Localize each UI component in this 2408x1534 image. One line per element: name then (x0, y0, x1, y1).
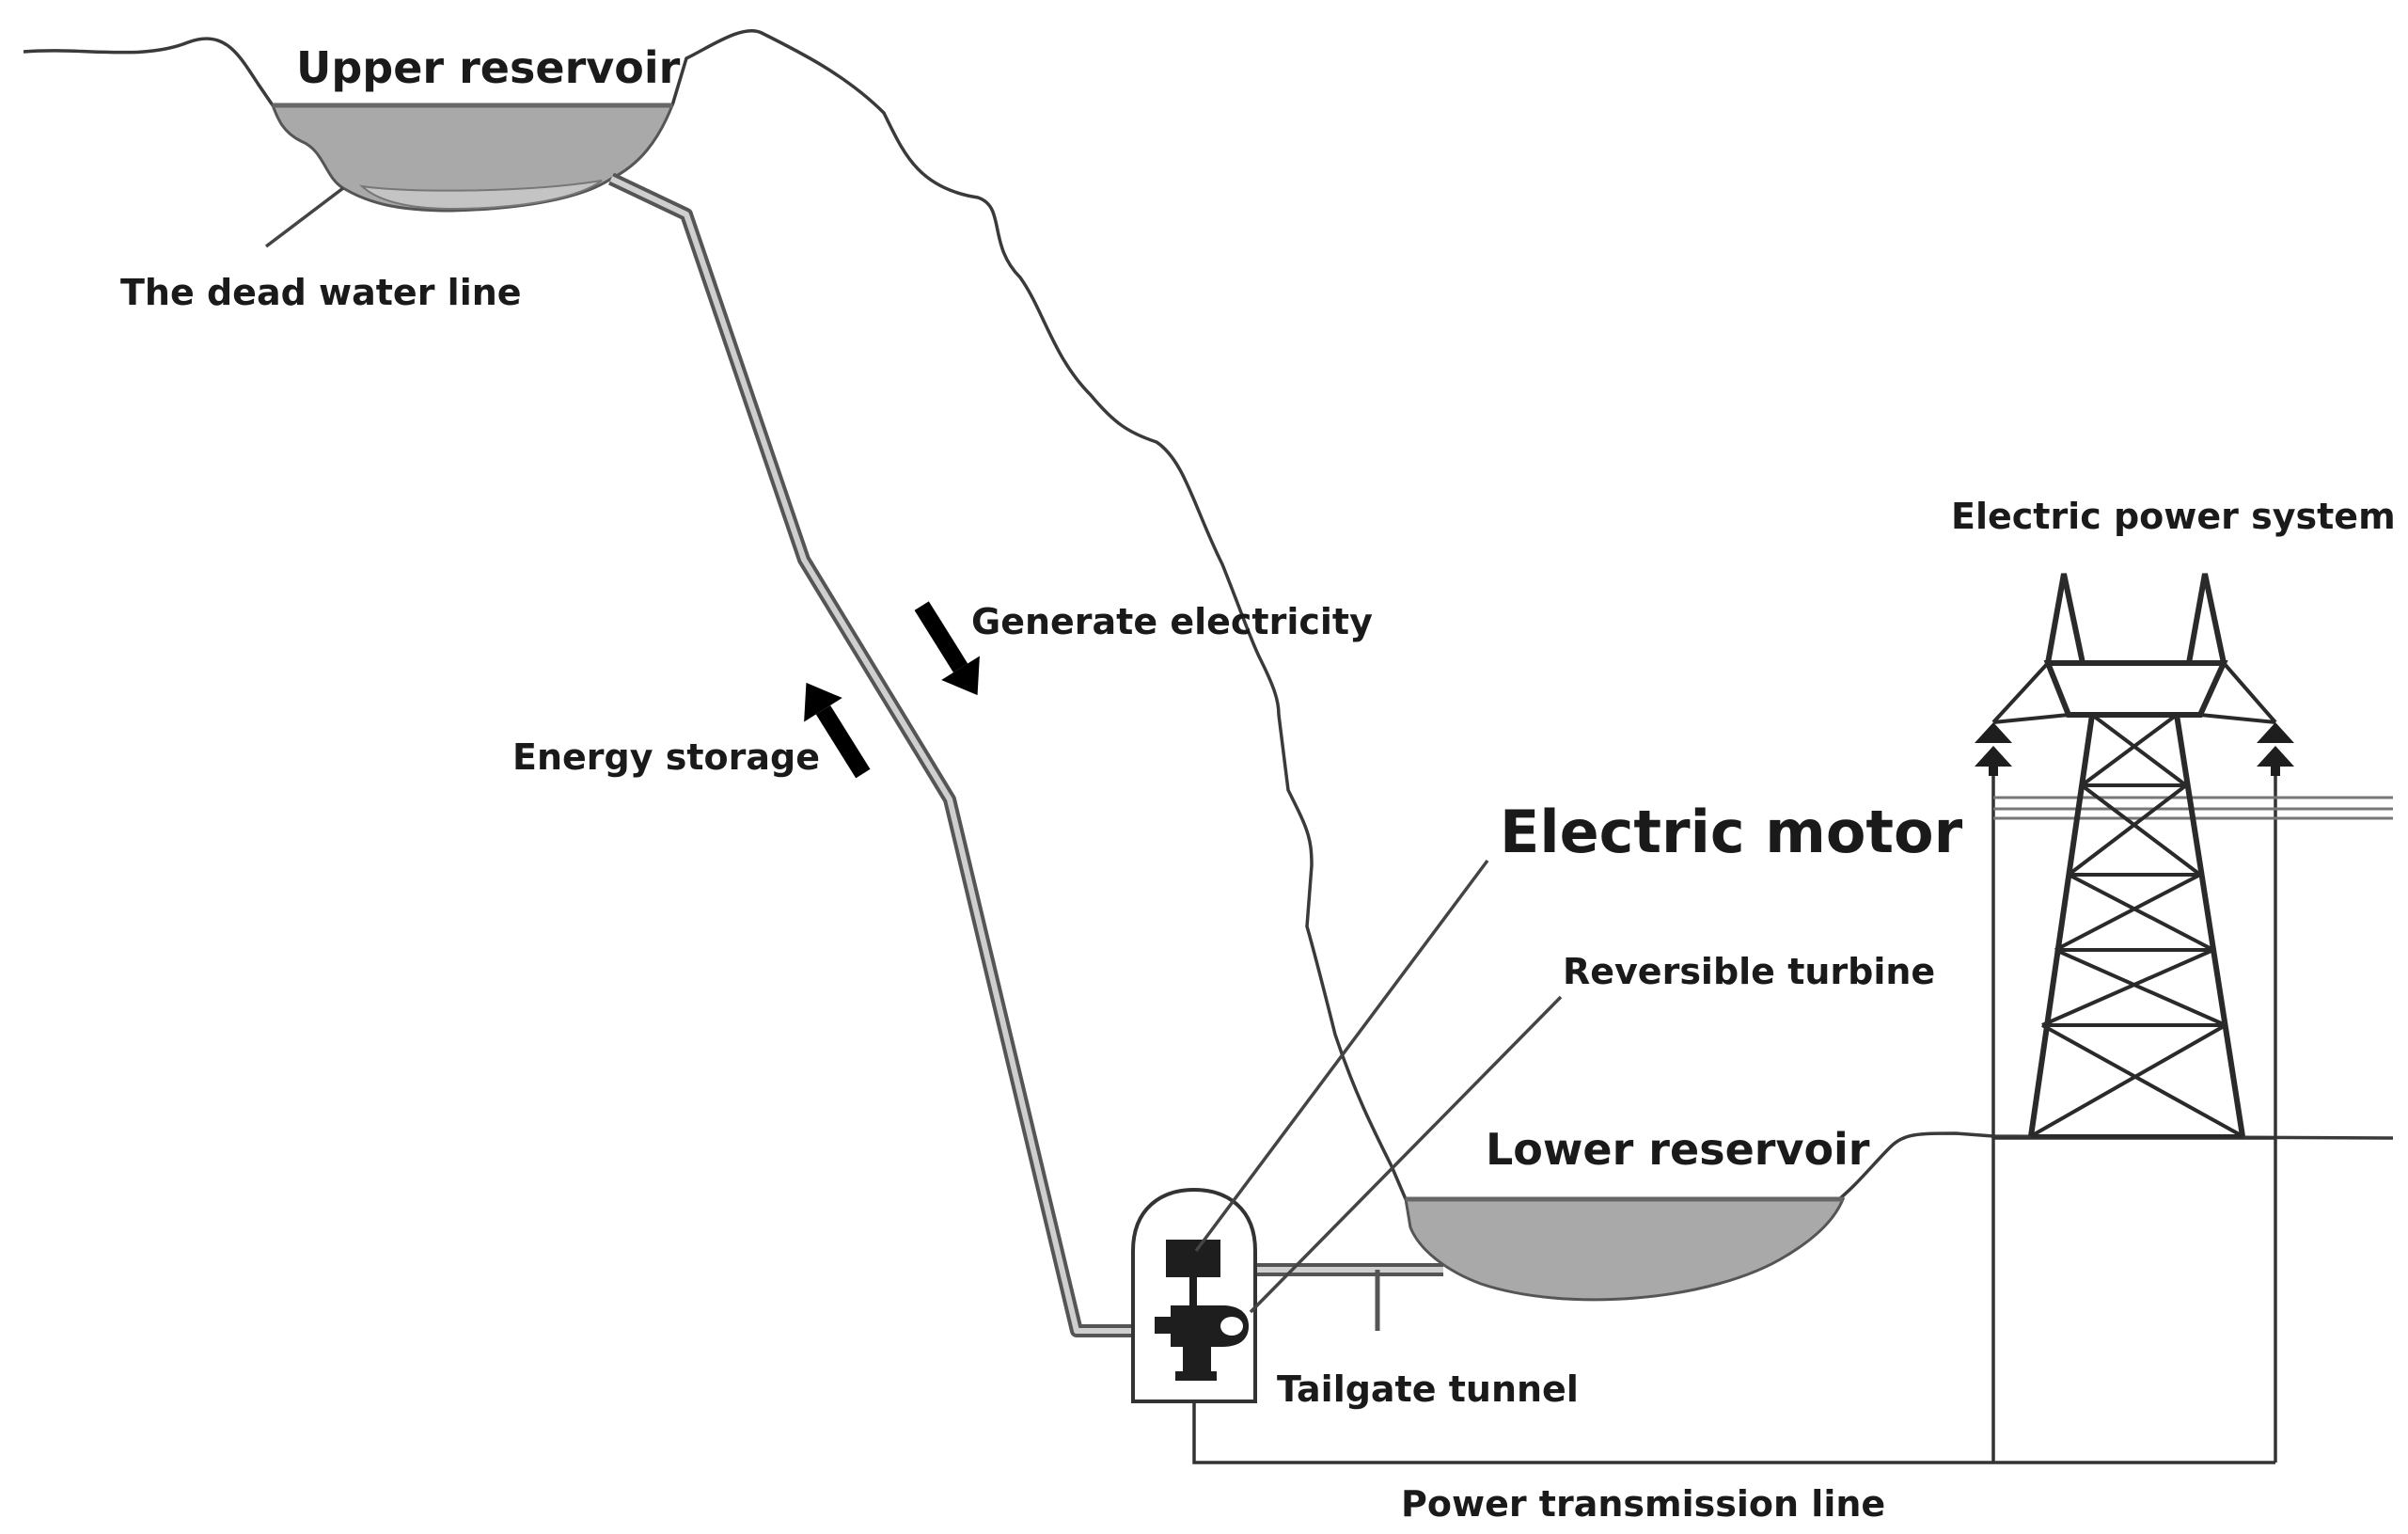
power-transmission-wire (1192, 1401, 1993, 1464)
turbine-base (1175, 1371, 1217, 1381)
electric-motor-unit (1166, 1240, 1220, 1277)
electric-motor-label: Electric motor (1500, 798, 1963, 866)
substation-frame (1991, 767, 2277, 1464)
penstock-pipe-inner (609, 176, 1152, 1334)
generate-electricity-arrow (914, 601, 980, 696)
turbine-inlet (1155, 1317, 1172, 1334)
reversible-turbine-label: Reversible turbine (1563, 951, 1935, 992)
dead-water-line-leader (264, 186, 345, 248)
draft-tube (1183, 1347, 1211, 1375)
power-transmission-line-label: Power transmission line (1401, 1483, 1885, 1525)
transmission-tower (1991, 573, 2277, 1138)
terrain-left-hill (23, 37, 275, 106)
energy-storage-label: Energy storage (512, 736, 820, 778)
turbine-runner (1220, 1317, 1243, 1336)
electric-motor-leader (1194, 859, 1489, 1253)
tailgate-tunnel-label: Tailgate tunnel (1277, 1368, 1579, 1410)
dead-water-line-label: The dead water line (120, 272, 522, 313)
upper-reservoir-label: Upper reservoir (296, 42, 681, 93)
lower-reservoir-water (1404, 1197, 1846, 1302)
reversible-turbine-unit (1171, 1305, 1249, 1347)
upper-reservoir-dead-zone (358, 180, 603, 211)
generate-electricity-label: Generate electricity (971, 601, 1373, 642)
electric-power-system-label: Electric power system (1951, 496, 2396, 537)
terrain-ridge (670, 29, 1408, 1200)
left-insulator (1975, 722, 2012, 776)
motor-shaft (1189, 1277, 1197, 1305)
terrain-right-ground (1832, 1131, 2394, 1206)
lower-reservoir-label: Lower reservoir (1486, 1124, 1870, 1175)
energy-storage-arrow (804, 682, 871, 779)
right-insulator (2257, 722, 2294, 776)
reversible-turbine-leader (1249, 995, 1563, 1314)
